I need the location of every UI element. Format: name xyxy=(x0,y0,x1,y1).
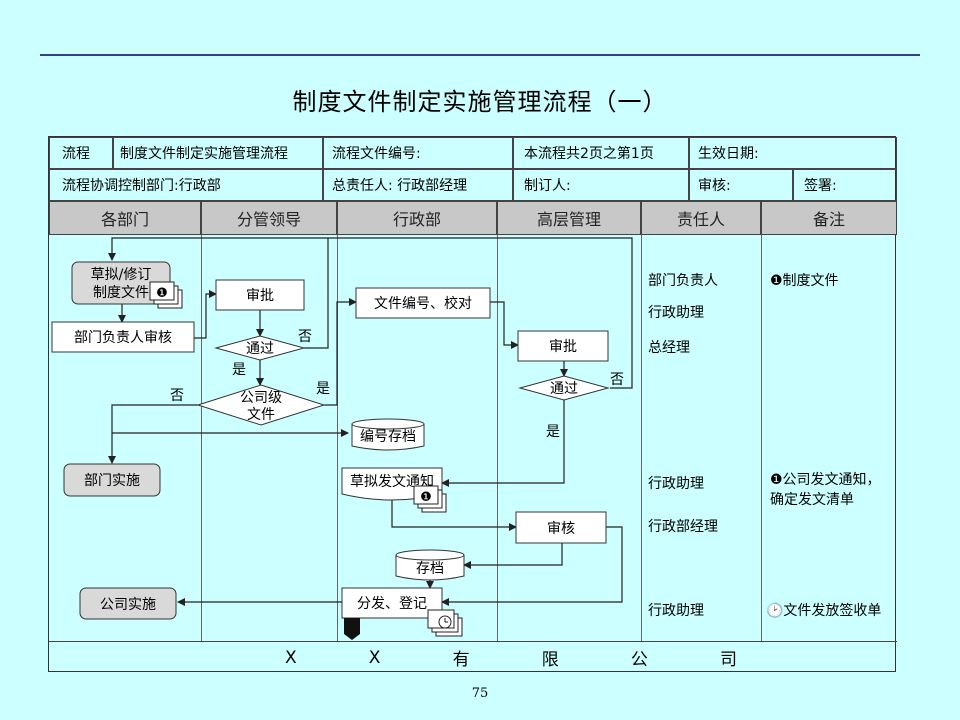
connectors xyxy=(108,237,633,606)
remark-item: 🕑文件发放签收单 xyxy=(766,602,881,619)
clock-document-marker xyxy=(427,609,463,637)
flowchart-frame: 流程 制度文件制定实施管理流程 流程文件编号: 本流程共2页之第1页 生效日期:… xyxy=(48,136,897,673)
footer-char: 司 xyxy=(719,650,737,670)
coord-dept: 流程协调控制部门:行政部 xyxy=(49,169,323,201)
footer-char: 限 xyxy=(541,650,559,670)
responsible-item: 总经理 xyxy=(648,340,690,356)
label-yes-pass2: 是 xyxy=(546,424,560,440)
node-pass1: 通过 xyxy=(214,335,306,361)
node-company-impl: 公司实施 xyxy=(79,587,177,620)
maker-label: 制订人: xyxy=(513,169,689,201)
footer-char: 有 xyxy=(452,650,470,670)
responsible-item: 行政助理 xyxy=(648,305,704,321)
owner: 总责任人: 行政部经理 xyxy=(323,169,513,201)
responsible-item: 行政部经理 xyxy=(648,519,718,535)
svg-text:草拟发文通知: 草拟发文通知 xyxy=(350,473,434,490)
responsible-item: 部门负责人 xyxy=(648,273,718,289)
label-no-company: 否 xyxy=(170,388,184,404)
node-archive: 存档 xyxy=(395,549,465,581)
edge-pass2-yes xyxy=(441,400,565,487)
lane-divider xyxy=(641,235,642,641)
edge-numbering-to-approve2 xyxy=(490,301,519,349)
edge-review-to-distribute xyxy=(441,526,623,606)
edge-review-to-approve1 xyxy=(194,290,217,339)
flow-label: 流程 xyxy=(49,137,113,169)
page-info: 本流程共2页之第1页 xyxy=(513,137,689,169)
svg-text:文件编号、校对: 文件编号、校对 xyxy=(374,295,472,312)
page-number: 75 xyxy=(471,686,489,701)
svg-text:编号存档: 编号存档 xyxy=(360,429,416,445)
lane-header-departments: 各部门 xyxy=(49,201,201,235)
svg-text:审核: 审核 xyxy=(547,521,575,537)
node-approve2: 审批 xyxy=(517,330,609,362)
edge-notice-to-review xyxy=(391,497,517,531)
remark-item: 确定发文清单 xyxy=(770,492,854,508)
label-no-pass2: 否 xyxy=(610,372,624,388)
label-no-pass1: 否 xyxy=(298,329,312,345)
footer-company: X X 有 限 公 司 xyxy=(49,641,897,673)
flow-name: 制度文件制定实施管理流程 xyxy=(113,137,323,169)
svg-text:审批: 审批 xyxy=(246,288,274,304)
svg-text:分发、登记: 分发、登记 xyxy=(357,596,427,612)
node-company-level: 公司级 文件 xyxy=(196,384,326,426)
node-dept-impl: 部门实施 xyxy=(63,463,161,497)
svg-text:部门实施: 部门实施 xyxy=(84,473,140,489)
node-draft: 草拟/修订 制度文件 xyxy=(71,261,171,305)
document-marker: ❶ xyxy=(413,485,447,513)
svg-text:公司级: 公司级 xyxy=(240,390,282,406)
label-yes-pass1: 是 xyxy=(232,362,246,378)
node-approve1: 审批 xyxy=(215,279,305,311)
lane-header-remarks: 备注 xyxy=(761,201,897,235)
node-archive-no: 编号存档 xyxy=(351,418,425,451)
svg-text:文件: 文件 xyxy=(247,407,275,423)
svg-text:审批: 审批 xyxy=(549,339,577,355)
edge-review-to-archive xyxy=(463,543,563,569)
document-marker: ❶ xyxy=(149,281,183,309)
lane-header-responsible: 责任人 xyxy=(641,201,761,235)
footer-char: X xyxy=(285,647,297,668)
svg-text:制度文件: 制度文件 xyxy=(93,285,149,301)
review-label: 审核: xyxy=(689,169,793,201)
node-numbering: 文件编号、校对 xyxy=(355,287,491,319)
svg-text:存档: 存档 xyxy=(416,561,444,577)
edge-pass2-no-loop xyxy=(328,237,633,389)
responsible-item: 行政助理 xyxy=(648,603,704,619)
edge-company-yes xyxy=(324,298,357,406)
page-title: 制度文件制定实施管理流程（一） xyxy=(292,88,668,116)
lane-divider xyxy=(201,235,202,641)
svg-text:部门负责人审核: 部门负责人审核 xyxy=(74,330,172,346)
top-rule xyxy=(40,54,920,56)
svg-text:通过: 通过 xyxy=(246,341,274,357)
label-yes-company: 是 xyxy=(316,381,330,397)
node-pass2: 通过 xyxy=(518,375,610,401)
edge-company-no xyxy=(108,404,198,464)
footer-char: X xyxy=(368,647,381,668)
svg-text:通过: 通过 xyxy=(550,381,578,397)
lane-divider xyxy=(497,235,498,641)
responsible-item: 行政助理 xyxy=(648,476,704,492)
svg-text:❶: ❶ xyxy=(156,286,168,301)
footer-char: 公 xyxy=(630,650,648,670)
svg-text:公司实施: 公司实施 xyxy=(100,597,156,613)
lane-header-senior: 高层管理 xyxy=(497,201,641,235)
lane-divider xyxy=(337,235,338,641)
lane-divider xyxy=(761,235,762,641)
lane-header-leader: 分管领导 xyxy=(201,201,337,235)
terminal-pentagon xyxy=(344,618,360,640)
sign-label: 签署: xyxy=(793,169,897,201)
svg-text:草拟/修订: 草拟/修订 xyxy=(91,267,152,283)
node-review: 审核 xyxy=(515,511,607,544)
remark-item: ❶制度文件 xyxy=(770,273,839,289)
svg-text:❶: ❶ xyxy=(420,490,432,505)
doc-number-label: 流程文件编号: xyxy=(323,137,513,169)
node-distribute: 分发、登记 xyxy=(341,587,443,619)
effective-date-label: 生效日期: xyxy=(689,137,897,169)
remark-item: ❶公司发文通知， xyxy=(770,471,881,488)
lane-header-admin: 行政部 xyxy=(337,201,497,235)
node-dept-review: 部门负责人审核 xyxy=(51,321,195,353)
